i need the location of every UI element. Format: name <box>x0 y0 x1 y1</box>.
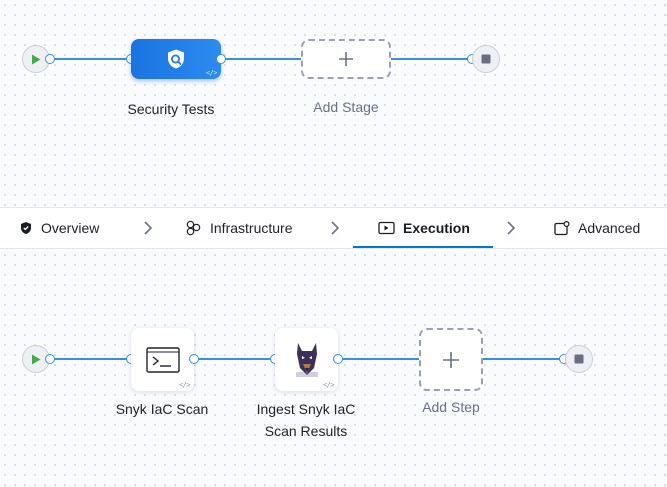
stage-security-tests[interactable]: </> <box>131 39 221 79</box>
step-connectors <box>50 358 564 360</box>
execution-canvas: </> Snyk IaC Scan </> Ingest Snyk IaC Sc… <box>0 249 667 487</box>
plus-icon <box>443 351 459 368</box>
stage-connectors <box>50 58 472 60</box>
add-stage-label: Add Stage <box>313 99 379 115</box>
chevron-right-icon <box>144 221 153 235</box>
step-ingest-snyk-iac-scan-results[interactable]: </> <box>275 328 338 391</box>
tab-label: Overview <box>41 220 100 236</box>
tab-advanced[interactable]: Advanced <box>554 208 640 248</box>
stage-output-port <box>216 54 226 64</box>
shield-icon <box>19 221 33 235</box>
code-icon: </> <box>205 69 218 77</box>
add-stage-button[interactable] <box>301 39 391 79</box>
step-snyk-iac-scan[interactable]: </> <box>131 328 194 391</box>
snyk-doberman-icon <box>295 342 318 377</box>
step-output-port <box>333 354 343 364</box>
add-step-label: Add Step <box>422 399 480 415</box>
stage-label: Security Tests <box>127 101 215 117</box>
tab-execution[interactable]: Execution <box>378 208 470 248</box>
execution-end-node <box>565 345 593 373</box>
stop-icon <box>481 54 491 64</box>
step-label: Snyk IaC Scan <box>115 401 209 417</box>
chevron-right-icon <box>507 221 516 235</box>
tab-label: Infrastructure <box>210 220 293 236</box>
tab-overview[interactable]: Overview <box>19 208 99 248</box>
chevron-right-icon <box>331 221 340 235</box>
active-tab-indicator <box>353 246 493 248</box>
play-icon <box>32 354 41 364</box>
infrastructure-icon <box>185 220 202 236</box>
step-output-port <box>189 354 199 364</box>
plus-icon <box>339 52 353 66</box>
start-port <box>45 354 55 364</box>
tab-label: Execution <box>403 220 470 236</box>
tab-infrastructure[interactable]: Infrastructure <box>185 208 292 248</box>
pipeline-end-node <box>472 45 500 73</box>
start-port <box>45 54 55 64</box>
add-step-button[interactable] <box>419 328 483 391</box>
stage-tabs: Overview Infrastructure Execution <box>0 207 667 249</box>
stop-icon <box>574 354 584 364</box>
step-label-line-2: Scan Results <box>264 423 348 439</box>
code-icon: </> <box>178 381 191 389</box>
code-icon: </> <box>322 381 335 389</box>
play-icon <box>32 54 41 64</box>
stage-pipeline-canvas: </> Security Tests Add Stage <box>0 0 667 207</box>
shield-scan-icon <box>168 49 184 69</box>
step-label-line-1: Ingest Snyk IaC <box>256 401 356 417</box>
advanced-settings-icon <box>554 220 570 236</box>
tab-label: Advanced <box>578 220 641 236</box>
execution-icon <box>378 221 395 235</box>
terminal-icon <box>145 346 180 373</box>
